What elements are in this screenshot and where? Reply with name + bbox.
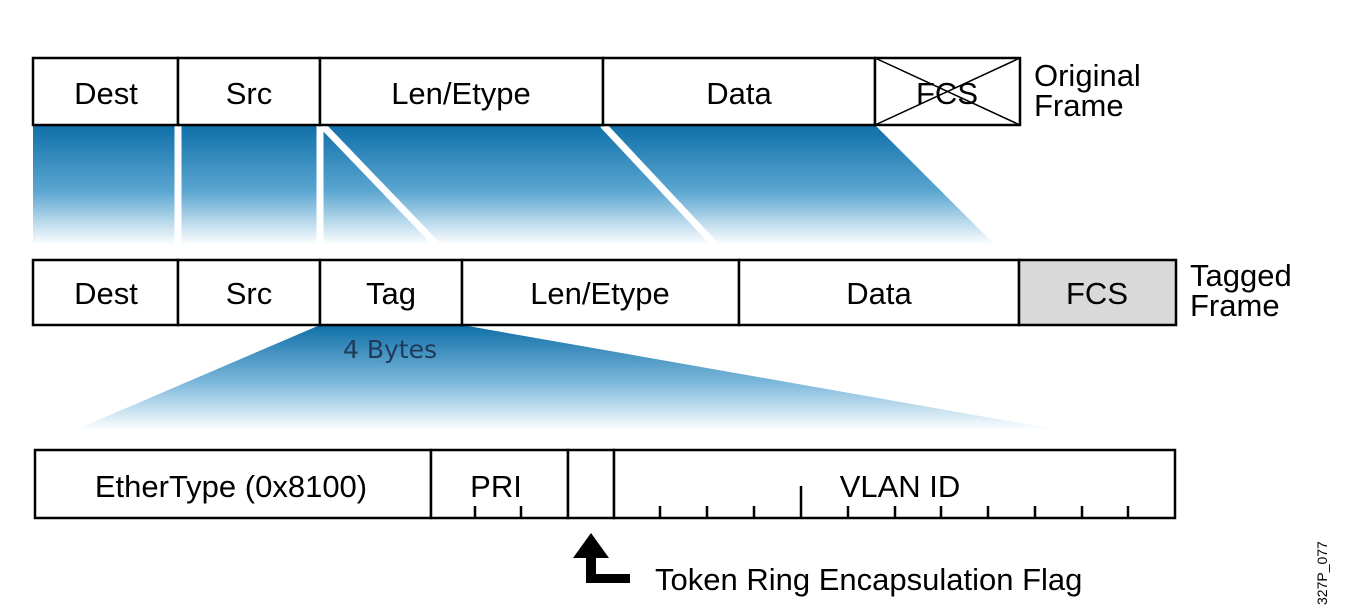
tag-ethertype-label: EtherType (0x8100) (95, 469, 367, 504)
tagged-tag-label: Tag (366, 276, 416, 311)
original-data-label: Data (706, 76, 772, 111)
tagged-src-label: Src (226, 276, 273, 311)
tagged-dest-label: Dest (74, 276, 138, 311)
original-frame-label-line2: Frame (1034, 88, 1124, 123)
pri-bit-ticks (473, 506, 523, 518)
tag-field-cfi (566, 448, 616, 520)
fcs-strike-icon (874, 57, 1021, 126)
figure-id: 327P_077 (1314, 541, 1330, 605)
tagged-frame: Dest Src Tag Len/Etype Data FCS Tagged F… (31, 258, 1292, 364)
token-ring-flag-label: Token Ring Encapsulation Flag (655, 562, 1082, 597)
tag-field-ethertype (33, 448, 433, 520)
tagged-field-src (176, 258, 322, 327)
tag-field-pri (429, 448, 570, 520)
vlan-id-bit-ticks (658, 486, 1130, 518)
original-frame: Dest Src Len/Etype Data FCS Original Fra… (31, 56, 1141, 127)
tagged-field-fcs (1017, 258, 1178, 327)
original-field-data (601, 56, 877, 127)
original-field-dest (31, 56, 180, 127)
tagged-field-len-etype (460, 258, 741, 327)
tag-detail: EtherType (0x8100) PRI VLAN ID (33, 448, 1177, 520)
expansion-fan-lower (75, 325, 1060, 430)
tag-vlan-id-label: VLAN ID (840, 469, 961, 504)
tag-size-label: 4 Bytes (343, 335, 437, 364)
original-len-etype-label: Len/Etype (391, 76, 531, 111)
tag-pri-label: PRI (470, 469, 522, 504)
tagged-fcs-label: FCS (1066, 276, 1128, 311)
original-frame-label-line1: Original (1034, 58, 1141, 93)
original-field-len-etype (318, 56, 605, 127)
flag-pointer-arrow-icon (573, 533, 630, 583)
tagged-data-label: Data (846, 276, 912, 311)
original-dest-label: Dest (74, 76, 138, 111)
original-src-label: Src (226, 76, 273, 111)
tagged-frame-label-line2: Frame (1190, 288, 1280, 323)
tagged-frame-label-line1: Tagged (1190, 258, 1292, 293)
tagged-len-etype-label: Len/Etype (530, 276, 670, 311)
expansion-fan-upper (33, 122, 995, 253)
